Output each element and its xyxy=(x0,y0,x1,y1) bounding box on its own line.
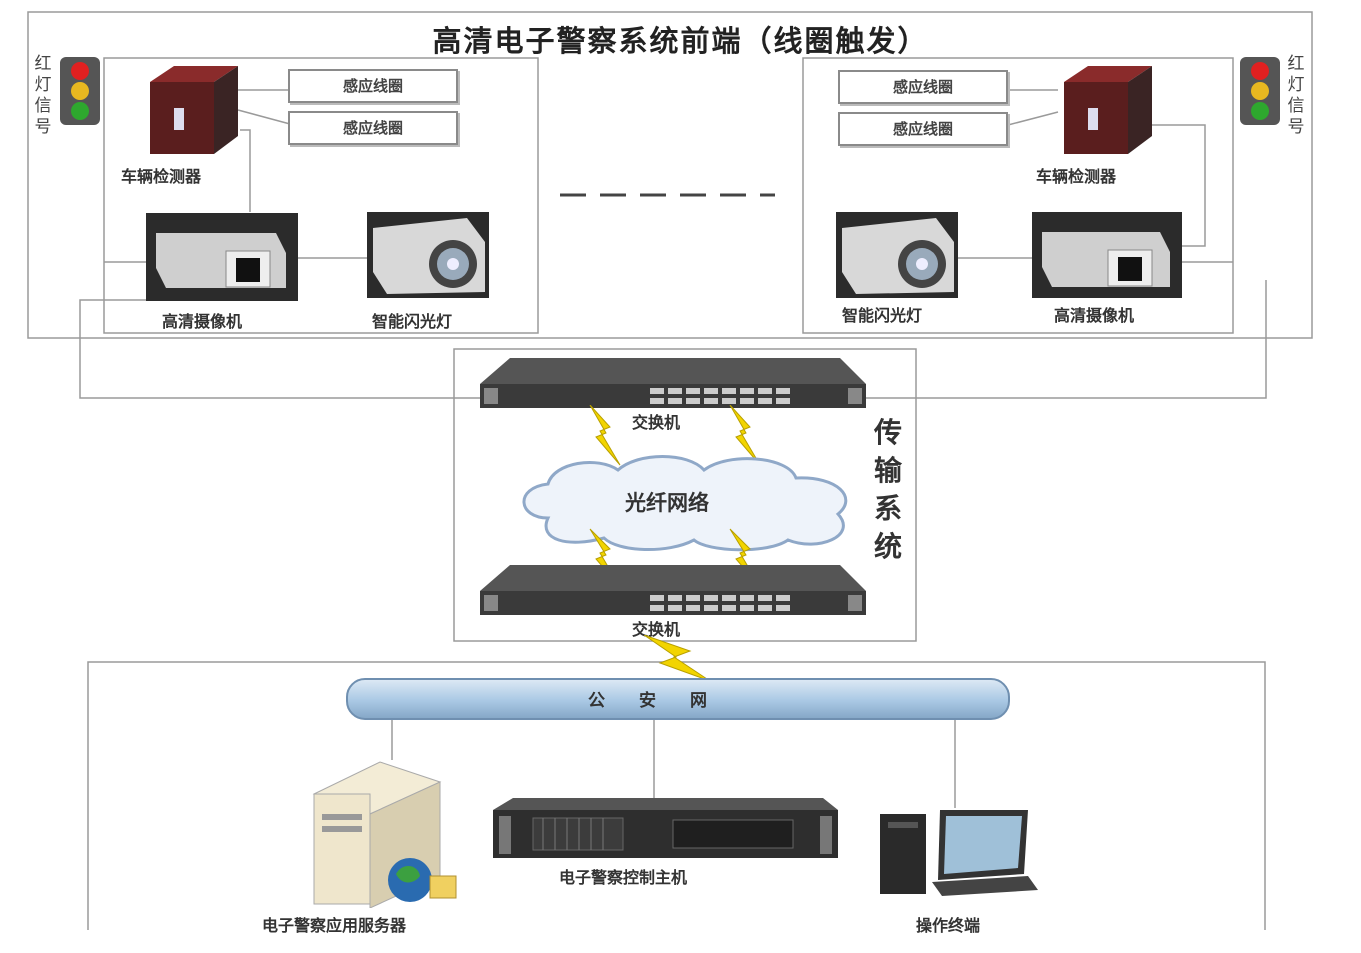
vehicle-detector-right xyxy=(1058,62,1154,162)
traffic-light-icon xyxy=(1251,62,1269,120)
rack-host-icon xyxy=(493,798,838,858)
hd-camera-right xyxy=(1032,212,1182,298)
flash-light-icon xyxy=(836,212,958,298)
right-camera-label: 高清摄像机 xyxy=(1054,306,1135,325)
right-section-frame xyxy=(802,57,1234,334)
right-coil-2: 感应线圈 xyxy=(838,112,1008,146)
traffic-light-icon xyxy=(71,62,89,120)
police-network-label: 公 安 网 xyxy=(588,691,707,711)
transport-frame xyxy=(453,348,917,642)
traffic-light-left xyxy=(60,57,100,125)
server-icon xyxy=(312,761,457,909)
left-coil-2: 感应线圈 xyxy=(288,111,458,145)
police-network-pipe xyxy=(346,678,1010,720)
right-detector-label: 车辆检测器 xyxy=(1036,167,1117,186)
vehicle-detector-icon xyxy=(150,66,238,154)
left-camera-label: 高清摄像机 xyxy=(162,312,243,331)
fiber-cloud xyxy=(522,455,848,552)
flash-light-icon xyxy=(367,212,489,298)
frontend-frame xyxy=(27,11,1313,339)
left-detector-label: 车辆检测器 xyxy=(121,167,202,186)
lightning-icon xyxy=(589,405,621,466)
camera-icon xyxy=(1032,212,1182,298)
flash-light-left xyxy=(367,212,489,298)
cloud-icon xyxy=(522,455,848,552)
operator-terminal xyxy=(878,806,1040,898)
right-signal-label: 红灯信号 xyxy=(1287,54,1305,137)
left-flash-label: 智能闪光灯 xyxy=(372,312,453,331)
lightning-icon xyxy=(643,635,711,682)
terminal-label: 操作终端 xyxy=(916,916,981,935)
hd-camera-left xyxy=(146,213,298,301)
computer-icon xyxy=(880,810,1038,896)
switch-bottom xyxy=(480,565,866,617)
traffic-light-right xyxy=(1240,57,1280,125)
left-signal-label: 红灯信号 xyxy=(34,54,52,137)
app-server xyxy=(310,758,470,909)
diagram-title: 高清电子警察系统前端（线圈触发） xyxy=(432,24,929,58)
server-label: 电子警察应用服务器 xyxy=(262,916,407,935)
controller-label: 电子警察控制主机 xyxy=(559,868,688,887)
left-section-frame xyxy=(103,57,539,334)
camera-icon xyxy=(146,213,298,301)
switch-icon xyxy=(480,565,866,615)
vehicle-detector-left xyxy=(144,62,240,162)
right-flash-label: 智能闪光灯 xyxy=(842,306,923,325)
flash-light-right xyxy=(836,212,958,298)
transport-label: 传输系统 xyxy=(873,416,902,563)
switch-icon xyxy=(480,358,866,408)
switch-top-label: 交换机 xyxy=(632,413,681,432)
switch-bottom-label: 交换机 xyxy=(632,620,681,639)
right-coil-1: 感应线圈 xyxy=(838,70,1008,104)
control-host xyxy=(493,798,838,860)
switch-top xyxy=(480,358,866,410)
left-coil-1: 感应线圈 xyxy=(288,69,458,103)
network-label: 光纤网络 xyxy=(625,491,709,515)
vehicle-detector-icon xyxy=(1064,66,1152,154)
